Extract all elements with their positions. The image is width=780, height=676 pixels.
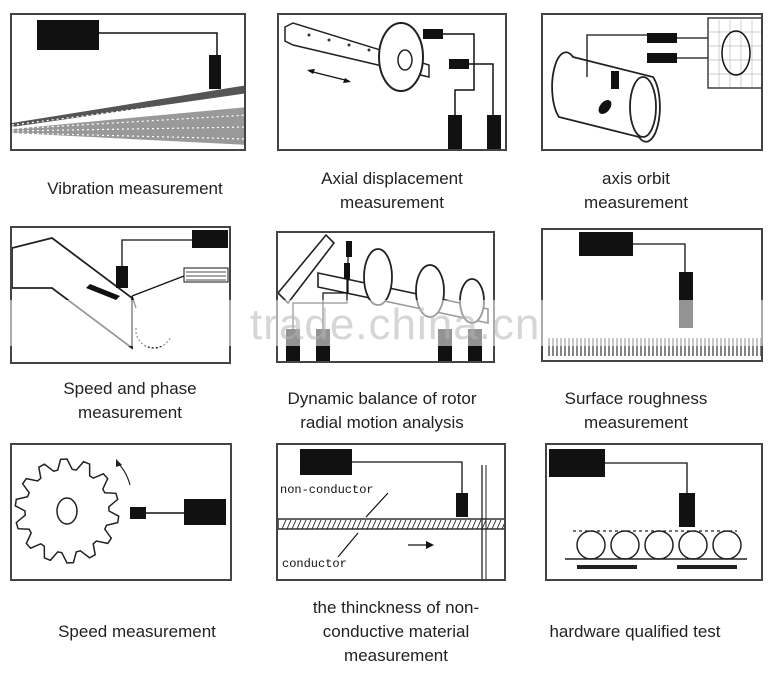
- caption-hardware: hardware qualified test: [549, 622, 721, 641]
- watermark-band: [0, 300, 780, 346]
- speed-diagram: [14, 458, 226, 564]
- axial-diagram: [284, 22, 501, 149]
- watermark-text: trade.china.cn: [250, 300, 541, 349]
- orbit-diagram: [551, 17, 761, 143]
- speed-panel: [10, 443, 232, 581]
- vibration-panel: [10, 13, 246, 151]
- orbit-panel: [541, 13, 763, 151]
- conductor-label: conductor: [282, 557, 347, 571]
- thickness-diagram: [278, 449, 504, 579]
- vibration-diagram: [12, 20, 244, 145]
- non-conductor-label: non-conductor: [280, 483, 374, 497]
- thickness-panel: non-conductor conductor: [276, 443, 506, 581]
- caption-speed: Speed measurement: [58, 622, 216, 641]
- caption-thickness: the thinckness of non-conductive materia…: [312, 598, 480, 665]
- hardware-panel: [545, 443, 763, 581]
- caption-vibration: Vibration measurement: [47, 179, 223, 198]
- axial-panel: [277, 13, 507, 151]
- hardware-diagram: [549, 449, 747, 569]
